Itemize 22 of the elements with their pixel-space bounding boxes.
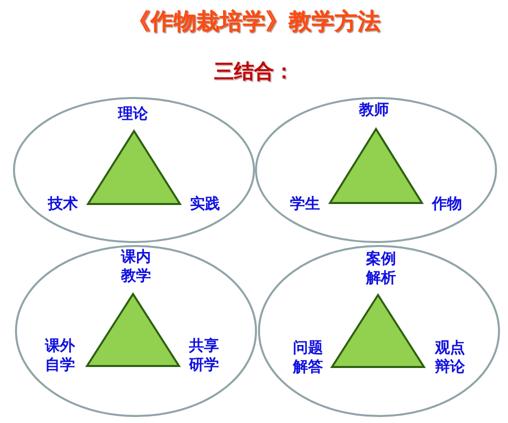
corner-label: 理论 (118, 104, 148, 124)
ellipse-outline (255, 97, 497, 243)
ellipse-outline (15, 245, 257, 417)
corner-label: 案例解析 (366, 249, 396, 287)
corner-label: 观点辩论 (435, 338, 465, 376)
title: 《作物栽培学》教学方法 (126, 8, 382, 37)
triangle (86, 293, 180, 367)
ellipse-outline (258, 245, 500, 417)
corner-label: 学生 (290, 194, 320, 214)
triangle (329, 128, 423, 204)
subtitle: 三结合： (213, 58, 295, 85)
corner-label: 技术 (48, 194, 78, 214)
corner-label: 课内教学 (121, 247, 151, 285)
corner-label: 共享研学 (189, 336, 219, 374)
ellipse-outline (13, 97, 255, 243)
corner-label: 问题解答 (293, 338, 323, 376)
corner-label: 教师 (359, 100, 389, 120)
triangle (331, 294, 425, 368)
triangle (87, 130, 181, 205)
corner-label: 课外自学 (45, 336, 75, 374)
corner-label: 作物 (432, 194, 462, 214)
corner-label: 实践 (190, 194, 220, 214)
